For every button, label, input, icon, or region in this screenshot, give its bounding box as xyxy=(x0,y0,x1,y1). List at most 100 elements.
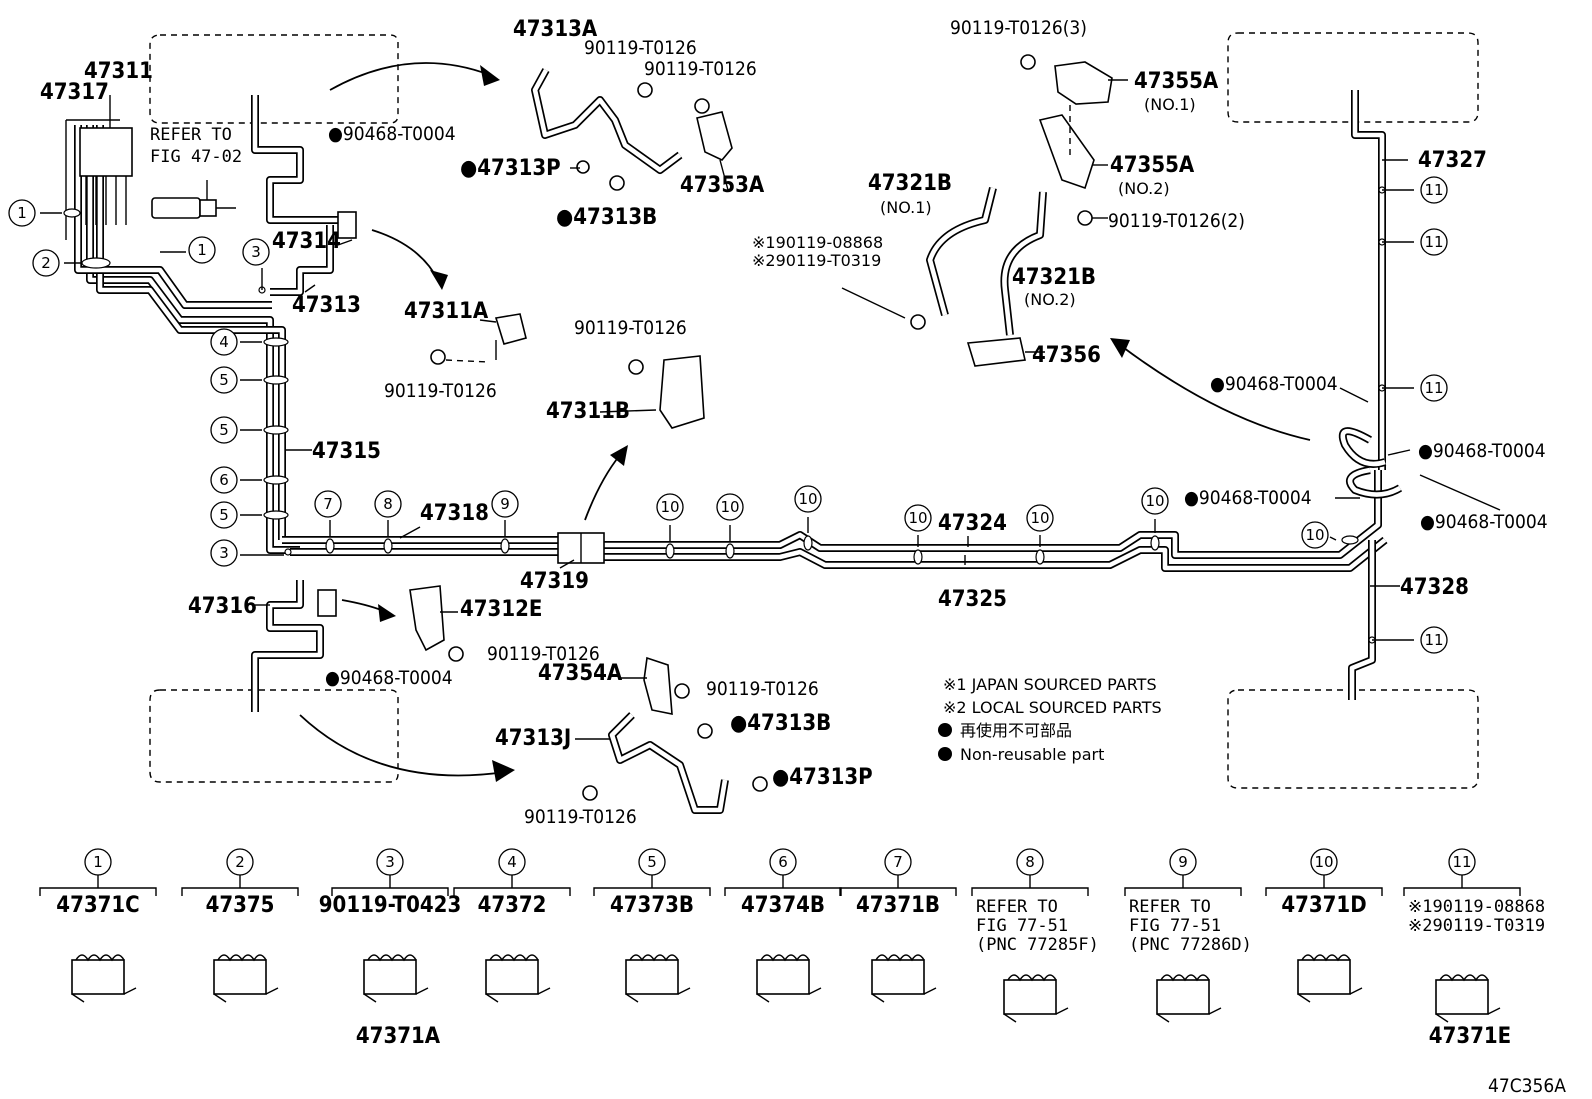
legend-item: ※2 LOCAL SOURCED PARTS xyxy=(943,698,1162,717)
parts-key-label: 47375 xyxy=(206,893,275,918)
part-label-p47313: 47313 xyxy=(292,293,361,318)
callout-number: 10 xyxy=(660,498,679,516)
parts-key-label: 47374B xyxy=(741,893,825,918)
callout-c7: 7 xyxy=(314,490,342,518)
parts-key-label: ※190119-08868 xyxy=(1408,897,1545,917)
callout-c11d: 11 xyxy=(1420,626,1448,654)
parts-key-bottom-label: 47371A xyxy=(356,1024,441,1049)
parts-key-number: 3 xyxy=(385,853,395,871)
union-joint xyxy=(557,532,605,564)
part-label-pNO2b: (NO.2) xyxy=(1024,290,1076,309)
callout-c10f: 10 xyxy=(1141,487,1169,515)
part-labels: 4731147317473144731347315473184731947316… xyxy=(40,17,1548,828)
parts-key-item-5: 5 47373B xyxy=(593,848,711,1003)
part-label-pJ1: ※190119-08868 xyxy=(752,233,883,252)
callout-number: 3 xyxy=(219,544,229,562)
parts-key-item-3: 3 90119-T0423 47371A xyxy=(319,848,461,1049)
callout-number: 10 xyxy=(908,509,927,527)
parts-key-label: 90119-T0423 xyxy=(319,893,461,918)
part-label-p47313B: ●47313B xyxy=(556,205,657,230)
callout-c9: 9 xyxy=(491,490,519,518)
callout-number: 10 xyxy=(720,498,739,516)
diagram-code: 47C356A xyxy=(1488,1075,1566,1097)
parts-key-number: 1 xyxy=(93,853,103,871)
wheel-area-rear-left xyxy=(149,689,399,783)
legend-dots xyxy=(938,723,952,761)
part-label-pJ2: ※290119-T0319 xyxy=(752,251,881,270)
part-label-p47321B1: 47321B xyxy=(868,171,952,196)
legend-item: ※1 JAPAN SOURCED PARTS xyxy=(943,675,1157,694)
part-label-p90468b: ●90468-T0004 xyxy=(325,667,453,689)
part-label-p90468d: ●90468-T0004 xyxy=(1418,440,1546,462)
parts-key-bottom-label: 47371E xyxy=(1429,1024,1511,1049)
part-label-p47313P2: ●47313P xyxy=(772,765,873,790)
part-47311A-sketch xyxy=(430,313,527,365)
parts-key-label: 47373B xyxy=(610,893,694,918)
parts-key-label: 47371B xyxy=(856,893,940,918)
part-label-p47316: 47316 xyxy=(188,594,257,619)
part-label-p47328: 47328 xyxy=(1400,575,1469,600)
part-label-pNO1b: (NO.1) xyxy=(880,198,932,217)
callout-number: 7 xyxy=(323,495,333,513)
part-label-p47314: 47314 xyxy=(272,229,341,254)
callout-c11a: 11 xyxy=(1420,176,1448,204)
callout-c8: 8 xyxy=(374,490,402,518)
part-47355A-sketch xyxy=(1020,54,1113,226)
callout-number: 9 xyxy=(500,495,510,513)
part-label-p47313A: 47313A xyxy=(513,17,598,42)
parts-key-label: REFER TO xyxy=(1129,897,1211,917)
parts-key-item-6: 6 47374B xyxy=(724,848,842,1003)
leader-lines xyxy=(40,79,1501,740)
callout-c3b: 3 xyxy=(210,539,238,567)
part-label-p90119c: 90119-T0126 xyxy=(384,380,497,402)
callout-c10e: 10 xyxy=(1026,504,1054,532)
callout-c6: 6 xyxy=(210,466,238,494)
part-label-p47355A1: 47355A xyxy=(1134,69,1219,94)
callout-c2: 2 xyxy=(32,249,60,277)
part-label-p90119b: 90119-T0126 xyxy=(644,58,757,80)
part-47311B-sketch xyxy=(628,355,705,429)
part-label-pNO1a: (NO.1) xyxy=(1144,95,1196,114)
part-label-p47356: 47356 xyxy=(1032,343,1101,368)
part-label-p90119a: 90119-T0126 xyxy=(584,37,697,59)
callout-number: 10 xyxy=(1030,509,1049,527)
part-label-p47321B2: 47321B xyxy=(1012,265,1096,290)
callout-c11b: 11 xyxy=(1420,228,1448,256)
callout-number: 6 xyxy=(219,471,229,489)
legend-item: 再使用不可部品 xyxy=(960,721,1072,740)
parts-key-number: 6 xyxy=(778,853,788,871)
callout-number: 1 xyxy=(197,241,207,259)
part-label-p47311A: 47311A xyxy=(404,299,489,324)
callout-number: 5 xyxy=(219,506,229,524)
part-label-p47312E: 47312E xyxy=(460,597,542,622)
callout-number: 5 xyxy=(219,421,229,439)
part-label-p47327: 47327 xyxy=(1418,148,1487,173)
callout-number: 1 xyxy=(17,204,27,222)
part-label-p90119e: 90119-T0126 xyxy=(487,643,600,665)
part-label-pNO2a: (NO.2) xyxy=(1118,179,1170,198)
part-label-p90119f: 90119-T0126 xyxy=(706,678,819,700)
parts-key-label: 47371C xyxy=(56,893,139,918)
callout-number: 10 xyxy=(798,490,817,508)
parts-key-label: ※290119-T0319 xyxy=(1408,916,1545,936)
callout-number: 2 xyxy=(41,254,51,272)
callout-number: 10 xyxy=(1145,492,1164,510)
part-label-p90468e: ●90468-T0004 xyxy=(1184,487,1312,509)
part-label-p47318: 47318 xyxy=(420,501,489,526)
legend: ※1 JAPAN SOURCED PARTS ※2 LOCAL SOURCED P… xyxy=(943,675,1162,764)
parts-key-number: 5 xyxy=(647,853,657,871)
part-label-p90468c: ●90468-T0004 xyxy=(1210,373,1338,395)
callout-number: 5 xyxy=(219,371,229,389)
part-label-p47353A: 47353A xyxy=(680,173,765,198)
part-label-p90119i: 90119-T0126(2) xyxy=(1108,210,1245,232)
callout-c3a: 3 xyxy=(242,238,270,266)
part-47313J-sketch xyxy=(582,656,768,814)
part-label-p47317: 47317 xyxy=(40,80,109,105)
